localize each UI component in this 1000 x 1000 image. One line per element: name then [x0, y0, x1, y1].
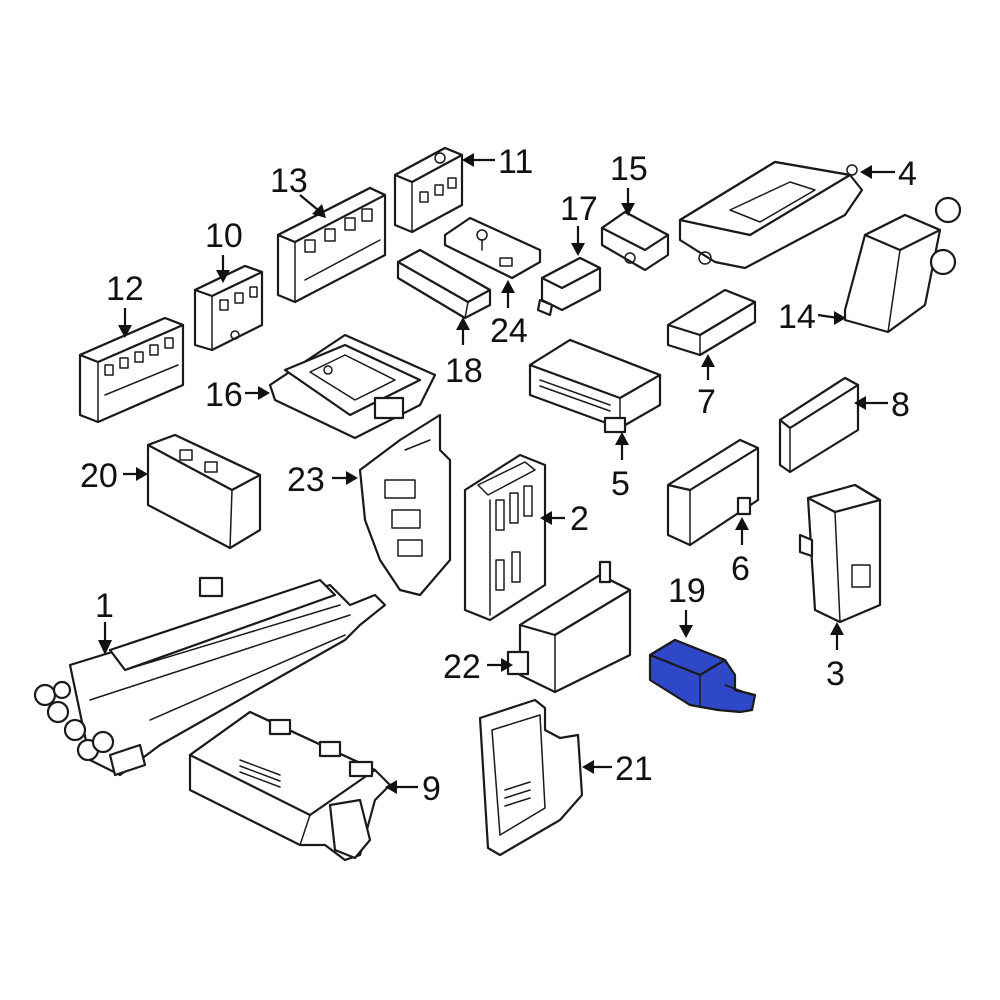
- part-19-drawing[interactable]: [648, 638, 757, 714]
- part-16-drawing: [268, 333, 437, 440]
- part-label-23: 23: [287, 461, 325, 499]
- part-21-drawing: [478, 698, 584, 857]
- part-2-drawing: [463, 453, 547, 622]
- part-label-10: 10: [205, 217, 243, 255]
- part-label-15: 15: [610, 150, 648, 188]
- part-label-8: 8: [891, 386, 910, 424]
- part-24-drawing: [443, 216, 542, 280]
- part-17-drawing: [536, 256, 602, 317]
- part-10-drawing: [193, 264, 264, 352]
- part-label-21: 21: [615, 750, 653, 788]
- part-22-drawing: [506, 560, 632, 694]
- part-9-drawing: [188, 710, 392, 862]
- part-8-drawing: [778, 376, 860, 474]
- part-label-18: 18: [445, 352, 483, 390]
- part-4-drawing: [678, 160, 864, 270]
- part-6-drawing: [666, 438, 760, 547]
- part-7-drawing: [666, 288, 757, 357]
- part-label-6: 6: [731, 550, 750, 588]
- part-11-drawing: [393, 146, 464, 234]
- part-3-drawing: [798, 483, 882, 624]
- part-18-drawing: [396, 248, 492, 320]
- part-14-drawing: [843, 196, 962, 334]
- part-label-4: 4: [898, 155, 917, 193]
- part-label-7: 7: [697, 383, 716, 421]
- part-23-drawing: [358, 413, 452, 597]
- part-label-2: 2: [570, 500, 589, 538]
- part-label-14: 14: [778, 298, 816, 336]
- callouts: 1 2 3 4 5 6 7 8 9 10: [80, 143, 917, 808]
- part-label-3: 3: [826, 655, 845, 693]
- part-5-drawing: [528, 338, 662, 434]
- part-label-11: 11: [498, 143, 533, 181]
- part-label-5: 5: [611, 465, 630, 503]
- part-label-16: 16: [205, 376, 243, 414]
- part-label-1: 1: [95, 587, 114, 625]
- part-15-drawing: [600, 210, 670, 272]
- part-20-drawing: [146, 433, 262, 550]
- part-label-22: 22: [443, 648, 481, 686]
- part-label-9: 9: [422, 770, 441, 808]
- part-12-drawing: [78, 316, 185, 424]
- part-label-20: 20: [80, 457, 118, 495]
- part-label-13: 13: [270, 162, 308, 200]
- part-label-12: 12: [106, 270, 144, 308]
- part-label-24: 24: [490, 312, 528, 350]
- part-label-17: 17: [560, 190, 598, 228]
- part-13-drawing: [276, 186, 387, 304]
- part-label-19: 19: [668, 572, 706, 610]
- part-1-drawing: [33, 576, 387, 777]
